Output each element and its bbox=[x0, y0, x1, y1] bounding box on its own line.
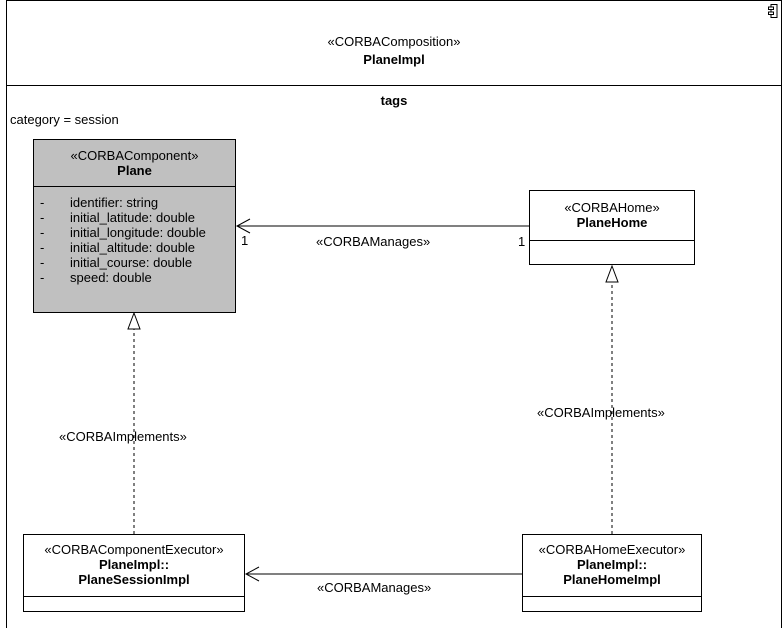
plane-stereotype: «CORBAComponent» bbox=[70, 148, 199, 163]
manages-bottom-label: «CORBAManages» bbox=[317, 580, 432, 595]
tags-heading: tags bbox=[380, 93, 408, 108]
manages-top-label: «CORBAManages» bbox=[316, 234, 431, 249]
plane-name: Plane bbox=[117, 163, 152, 178]
manages-top-mult-right: 1 bbox=[518, 234, 526, 249]
session-executor-name-line2: PlaneSessionImpl bbox=[78, 572, 190, 587]
implements-left-label: «CORBAImplements» bbox=[59, 429, 187, 444]
implements-left-arrowhead bbox=[127, 311, 141, 330]
implements-right-arrowhead bbox=[605, 264, 619, 283]
implements-right-label: «CORBAImplements» bbox=[537, 405, 665, 420]
manages-bottom-arrowhead bbox=[244, 566, 260, 582]
composition-name: PlaneImpl bbox=[363, 52, 425, 67]
manages-top-arrowhead bbox=[235, 218, 251, 234]
composition-stereotype: «CORBAComposition» bbox=[327, 34, 461, 49]
manages-top-mult-left: 1 bbox=[241, 233, 249, 248]
plane-attributes: -identifier: string -initial_latitude: d… bbox=[34, 187, 235, 285]
session-executor-name-line1: PlaneImpl:: bbox=[98, 557, 170, 572]
attribute-row: -initial_latitude: double bbox=[40, 210, 196, 225]
attribute-row: -identifier: string bbox=[40, 195, 159, 210]
class-plane[interactable]: «CORBAComponent» Plane -identifier: stri… bbox=[33, 139, 236, 313]
attribute-row: -speed: double bbox=[40, 270, 152, 285]
category-tag: category = session bbox=[10, 112, 119, 127]
session-executor-stereotype: «CORBAComponentExecutor» bbox=[44, 542, 224, 557]
attribute-row: -initial_altitude: double bbox=[40, 240, 196, 255]
class-plane-home-impl[interactable]: «CORBAHomeExecutor» PlaneImpl:: PlaneHom… bbox=[522, 534, 702, 612]
home-executor-name-line2: PlaneHomeImpl bbox=[563, 572, 661, 587]
component-icon bbox=[768, 4, 778, 21]
attribute-row: -initial_course: double bbox=[40, 255, 193, 270]
plane-home-name: PlaneHome bbox=[576, 215, 648, 230]
plane-home-stereotype: «CORBAHome» bbox=[564, 200, 660, 215]
composition-header: «CORBAComposition» PlaneImpl bbox=[6, 0, 782, 86]
composition-frame bbox=[6, 0, 782, 628]
home-executor-name-line1: PlaneImpl:: bbox=[576, 557, 648, 572]
class-plane-session-impl[interactable]: «CORBAComponentExecutor» PlaneImpl:: Pla… bbox=[23, 534, 245, 612]
class-plane-home[interactable]: «CORBAHome» PlaneHome bbox=[529, 190, 695, 265]
attribute-row: -initial_longitude: double bbox=[40, 225, 206, 240]
home-executor-stereotype: «CORBAHomeExecutor» bbox=[538, 542, 686, 557]
